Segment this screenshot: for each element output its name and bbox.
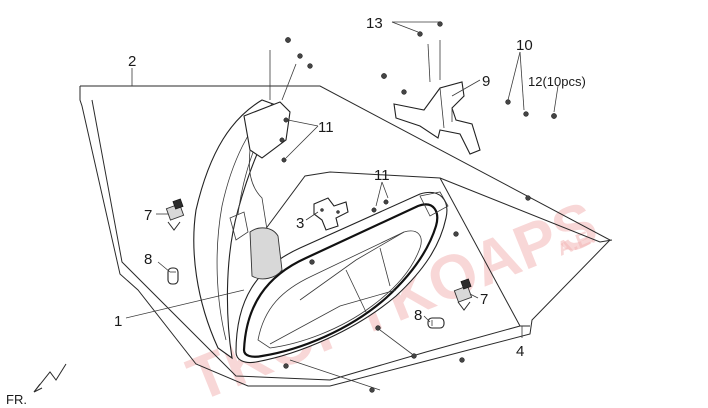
callout-11-upper: 11 bbox=[318, 119, 334, 136]
callout-2: 2 bbox=[128, 53, 136, 70]
bulb-left bbox=[167, 267, 179, 285]
callout-7-right: 7 bbox=[480, 291, 488, 308]
callout-labels: 2 1 3 4 7 7 8 8 9 10 11 11 12(10pcs) 13 … bbox=[6, 15, 586, 407]
callout-9: 9 bbox=[482, 73, 490, 90]
headlight-back-cover bbox=[193, 99, 291, 360]
front-direction-arrow bbox=[33, 363, 67, 393]
leader-lines bbox=[125, 21, 559, 391]
small-bracket bbox=[313, 197, 349, 231]
callout-8-right: 8 bbox=[414, 307, 422, 324]
callout-4: 4 bbox=[516, 343, 524, 360]
callout-12: 12(10pcs) bbox=[528, 74, 586, 89]
headlight-housing bbox=[229, 191, 449, 364]
screws bbox=[279, 21, 557, 393]
callout-13: 13 bbox=[366, 15, 383, 32]
bulb-socket-left bbox=[165, 198, 185, 231]
mounting-bracket bbox=[393, 81, 481, 155]
assembly-outline-2 bbox=[79, 85, 611, 387]
callout-8-left: 8 bbox=[144, 251, 152, 268]
bulb-socket-right bbox=[453, 278, 473, 311]
bulb-right bbox=[427, 317, 445, 329]
callout-3: 3 bbox=[296, 215, 304, 232]
callout-11-lower: 11 bbox=[374, 167, 390, 184]
callout-7-left: 7 bbox=[144, 207, 152, 224]
front-direction-label: FR. bbox=[6, 392, 27, 407]
callout-1: 1 bbox=[114, 313, 122, 330]
callout-10: 10 bbox=[516, 37, 533, 54]
